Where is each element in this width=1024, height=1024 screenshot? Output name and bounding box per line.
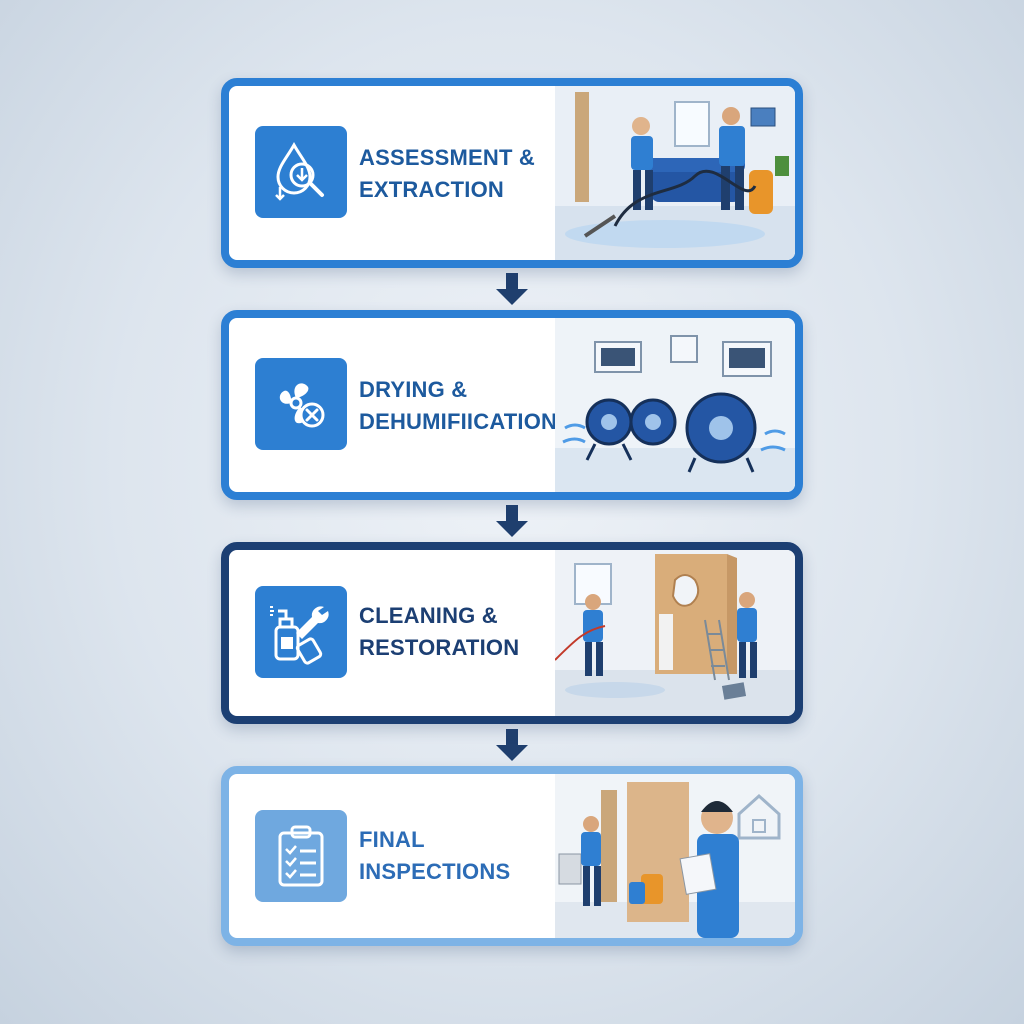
- flow-arrow: [221, 724, 803, 766]
- water-extraction-illustration: [555, 86, 795, 260]
- step-title: CLEANING & RESTORATION: [359, 600, 569, 664]
- inspection-illustration: [555, 774, 795, 938]
- step-final-inspections: FINAL INSPECTIONS: [221, 766, 803, 946]
- step-title: FINAL INSPECTIONS: [359, 824, 569, 888]
- restoration-work-illustration: [555, 550, 795, 716]
- step-title: DRYING & DEHUMIFIICATION: [359, 374, 569, 438]
- step-drying-dehumidification: DRYING & DEHUMIFIICATION: [221, 310, 803, 500]
- flow-arrow: [221, 500, 803, 542]
- flow-arrow: [221, 268, 803, 310]
- process-flow: ASSESSMENT & EXTRACTION: [221, 78, 803, 946]
- step-title-line2: RESTORATION: [359, 635, 520, 660]
- step-title-line2: INSPECTIONS: [359, 859, 511, 884]
- clipboard-checklist-icon: [255, 810, 347, 902]
- water-drop-search-icon: [255, 126, 347, 218]
- step-title-line1: FINAL: [359, 827, 425, 852]
- step-title-line2: DEHUMIFIICATION: [359, 409, 558, 434]
- drying-fans-illustration: [555, 318, 795, 492]
- step-title-line1: CLEANING &: [359, 603, 498, 628]
- step-title-line1: DRYING &: [359, 377, 468, 402]
- step-title-line2: EXTRACTION: [359, 177, 504, 202]
- fan-x-icon: [255, 358, 347, 450]
- step-title-line1: ASSESSMENT &: [359, 145, 535, 170]
- step-title: ASSESSMENT & EXTRACTION: [359, 142, 569, 206]
- step-assessment-extraction: ASSESSMENT & EXTRACTION: [221, 78, 803, 268]
- step-cleaning-restoration: CLEANING & RESTORATION: [221, 542, 803, 724]
- spray-wrench-icon: [255, 586, 347, 678]
